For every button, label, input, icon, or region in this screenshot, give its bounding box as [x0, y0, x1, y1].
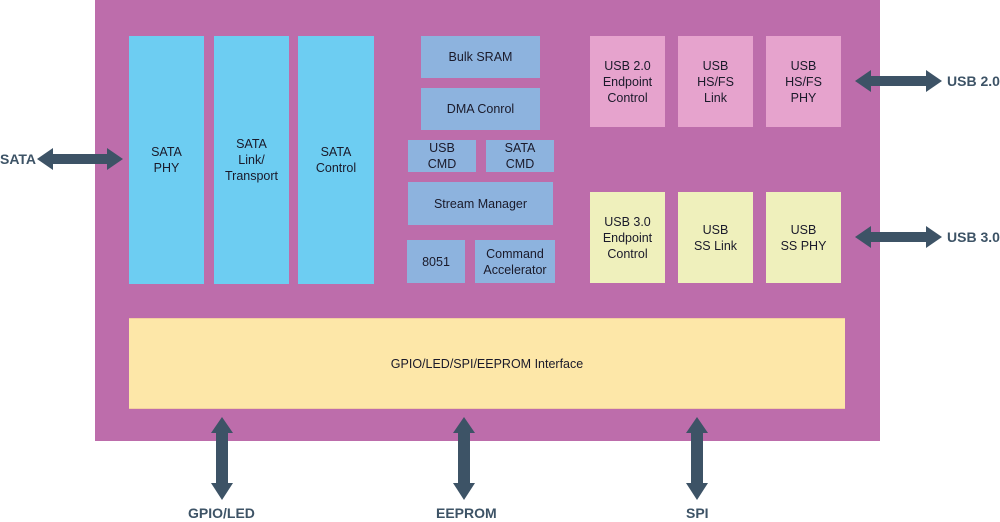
usb-cmd-block: USB CMD [408, 140, 476, 172]
cpu-8051-label: 8051 [422, 254, 450, 269]
dma-control-block: DMA Conrol [421, 88, 540, 130]
sata-link-transport-block: SATA Link/ Transport [214, 36, 289, 284]
usb3-port-label: USB 3.0 [947, 229, 1000, 245]
usb-ss-link-label: USB SS Link [693, 222, 738, 253]
dma-control-label: DMA Conrol [446, 102, 515, 116]
spi-arrow [686, 417, 708, 500]
usb-hsfs-link-block: USB HS/FS Link [678, 36, 753, 127]
usb3-endpoint-control-block: USB 3.0 Endpoint Control [590, 192, 665, 283]
usb-hsfs-phy-label: USB HS/FS PHY [785, 58, 822, 105]
sata-link-transport-label: SATA Link/ Transport [224, 137, 279, 183]
usb2-arrow [855, 70, 942, 92]
stream-manager-block: Stream Manager [408, 182, 553, 225]
gpio-led-port-label: GPIO/LED [188, 505, 255, 521]
sata-control-block: SATA Control [298, 36, 374, 284]
io-interface-label: GPIO/LED/SPI/EEPROM Interface [390, 356, 584, 371]
usb3-arrow [855, 226, 942, 248]
eeprom-port-label: EEPROM [436, 505, 497, 521]
sata-phy-block: SATA PHY [129, 36, 204, 284]
usb-ss-phy-label: USB SS PHY [780, 222, 827, 253]
usb-hsfs-phy-block: USB HS/FS PHY [766, 36, 841, 127]
command-accelerator-block: Command Accelerator [475, 240, 555, 283]
usb-ss-link-block: USB SS Link [678, 192, 753, 283]
spi-port-label: SPI [686, 505, 709, 521]
gpio-led-arrow [211, 417, 233, 500]
sata-arrow [37, 148, 123, 170]
sata-cmd-label: SATA CMD [504, 141, 536, 171]
usb2-endpoint-control-label: USB 2.0 Endpoint Control [602, 58, 653, 105]
sata-cmd-block: SATA CMD [486, 140, 554, 172]
sata-port-label: SATA [0, 151, 37, 167]
usb-hsfs-link-label: USB HS/FS Link [697, 58, 734, 105]
usb2-port-label: USB 2.0 [947, 73, 1000, 89]
eeprom-arrow [453, 417, 475, 500]
cpu-8051-block: 8051 [407, 240, 465, 283]
command-accelerator-label: Command Accelerator [483, 246, 547, 277]
sata-phy-label: SATA PHY [151, 145, 182, 175]
stream-manager-label: Stream Manager [433, 196, 528, 211]
usb3-endpoint-control-label: USB 3.0 Endpoint Control [602, 214, 653, 261]
sata-control-label: SATA Control [315, 145, 357, 175]
bulk-sram-label: Bulk SRAM [448, 50, 513, 64]
bulk-sram-block: Bulk SRAM [421, 36, 540, 78]
gpio-led-spi-eeprom-interface-block: GPIO/LED/SPI/EEPROM Interface [129, 318, 845, 409]
usb2-endpoint-control-block: USB 2.0 Endpoint Control [590, 36, 665, 127]
usb-cmd-label: USB CMD [427, 141, 457, 171]
usb-ss-phy-block: USB SS PHY [766, 192, 841, 283]
